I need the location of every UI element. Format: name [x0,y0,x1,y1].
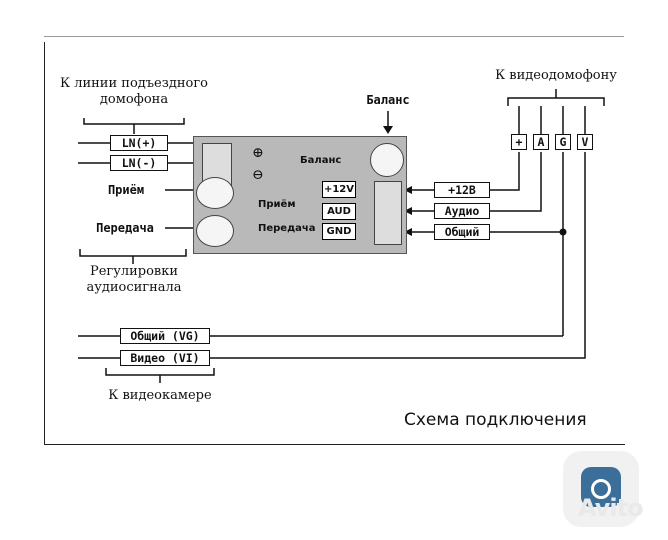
receive-trimmer [196,177,234,209]
terminal-plus: + [511,134,527,150]
diagram-caption: Схема подключения [404,410,587,430]
adjust-bracket [79,249,187,257]
wire-plus12 [490,152,520,191]
audio-adapter-board: ⊕ ⊖ Баланс Приём Передача +12V AUD GND [193,136,407,254]
camera-video-terminal: Видео (VI) [120,350,210,366]
camera-bracket [105,368,215,376]
audio-adjust-label-1: Регулировки [89,264,179,279]
board-gnd-label: GND [322,223,356,240]
audio-adjust-label-2: аудиосигнала [86,280,182,295]
intercom-line-title-2: домофона [99,92,169,107]
transmit-label: Передача [96,221,154,235]
terminal-g: G [555,134,571,150]
board-aud-label: AUD [322,203,356,220]
output-screw-block [374,181,402,245]
terminal-v: V [577,134,593,150]
board-arrow-aud [404,207,412,215]
search-icon [591,479,611,499]
avito-watermark-text: Avito [578,494,644,522]
minus-symbol: ⊖ [252,167,264,183]
common-terminal: Общий [434,224,490,240]
balance-arrow [383,126,393,134]
plus-symbol: ⊕ [252,145,264,161]
transmit-trimmer [196,215,234,247]
board-arrow-gnd [404,228,412,236]
ln-minus-terminal: LN(-) [110,155,168,171]
avito-logo [563,451,639,527]
intercom-bracket [83,118,185,125]
board-arrow-12v [404,186,412,194]
camera-common-terminal: Общий (VG) [120,328,210,344]
wire-v [210,152,586,359]
plus12-terminal: +12В [434,182,490,198]
intercom-line-title-1: К линии подъездного [60,76,208,91]
audio-terminal: Аудио [434,203,490,219]
board-transmit-label: Передача [258,223,316,234]
videophone-bracket [507,97,605,106]
board-receive-label: Приём [258,199,296,210]
frame-top-line [44,36,624,37]
junction-dot [559,228,567,236]
videophone-title: К видеодомофону [495,68,617,83]
diagram-frame [44,42,625,445]
balance-label: Баланс [366,93,410,107]
wire-audio [490,152,542,212]
balance-trimmer [370,143,404,177]
ln-plus-terminal: LN(+) [110,135,168,151]
board-balance-label: Баланс [300,155,342,166]
terminal-a: A [533,134,549,150]
board-12v-label: +12V [322,181,356,198]
receive-label: Приём [107,183,145,197]
camera-title: К видеокамере [108,388,212,403]
